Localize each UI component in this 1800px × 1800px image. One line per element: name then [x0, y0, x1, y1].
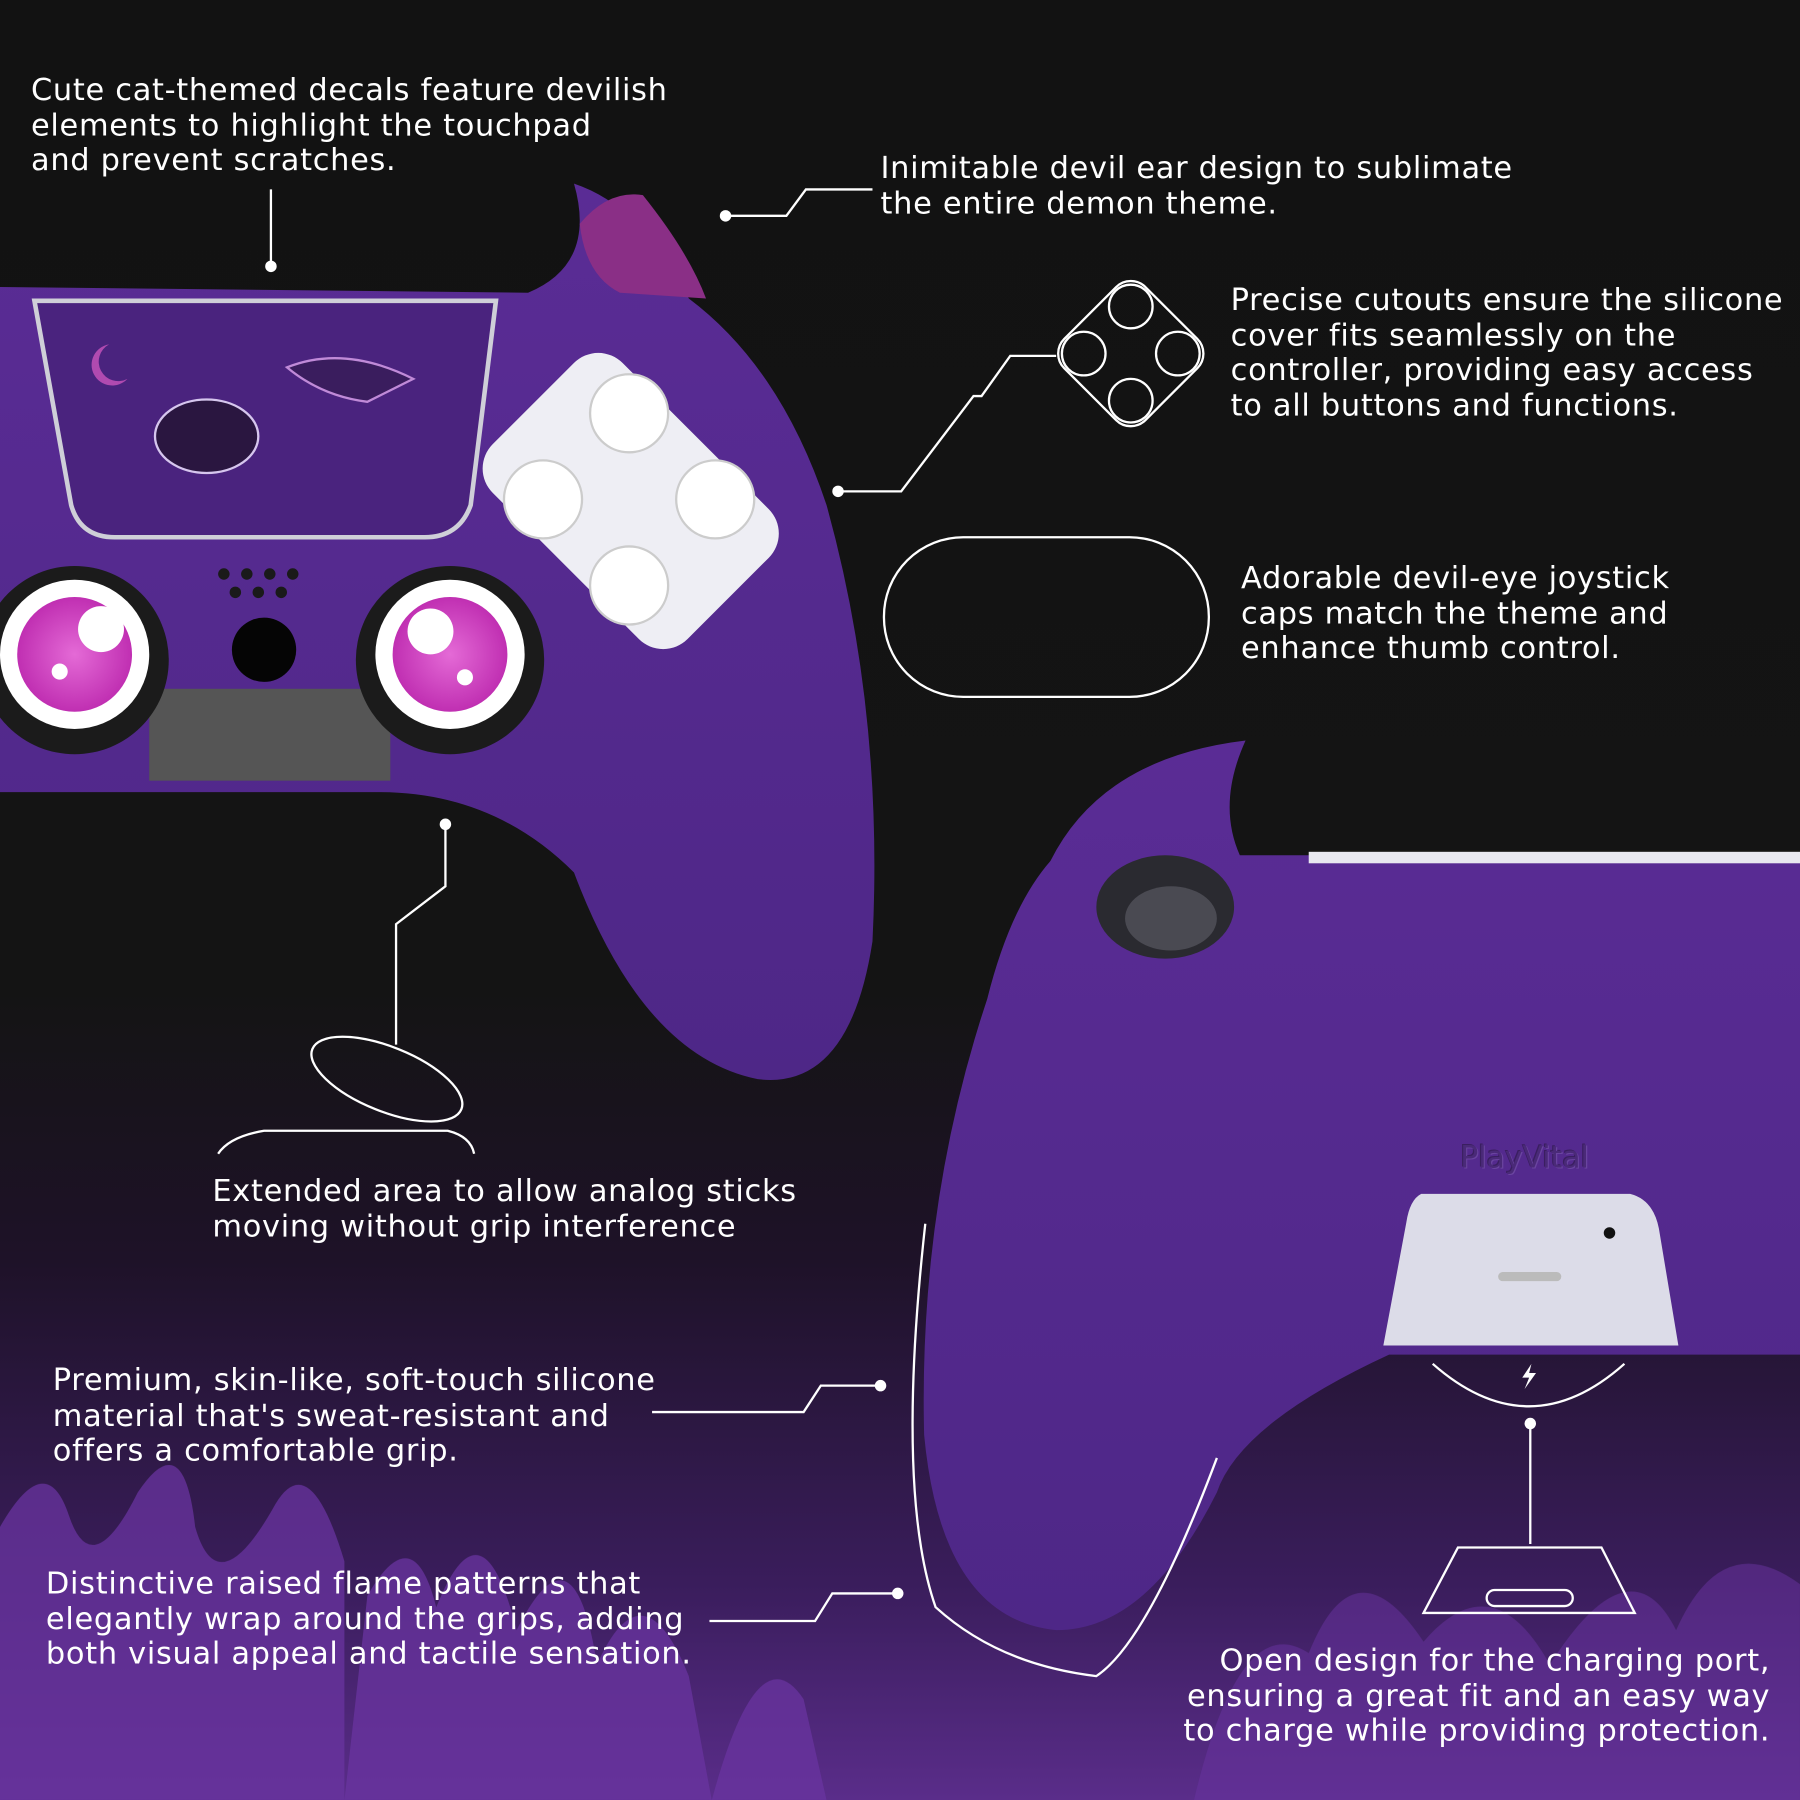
- callout-devil-ear: Inimitable devil ear design to sublimate…: [880, 150, 1513, 221]
- callout-flame-patterns: Distinctive raised flame patterns that e…: [45, 1565, 692, 1672]
- cross-button: [588, 545, 670, 626]
- callout-charging-port: Open design for the charging port, ensur…: [1183, 1642, 1771, 1749]
- back-controller: [923, 740, 1800, 1631]
- callout-joystick-caps: Adorable devil-eye joystick caps match t…: [1240, 560, 1670, 666]
- circle-button: [675, 459, 756, 540]
- callout-dots: [265, 210, 1537, 1600]
- lightning-icon: [1522, 1363, 1537, 1390]
- callout-cutouts: Precise cutouts ensure the silicone cove…: [1230, 282, 1784, 424]
- callout-analog-area: Extended area to allow analog sticks mov…: [212, 1173, 797, 1244]
- callout-silicone-material: Premium, skin-like, soft-touch silicone …: [52, 1362, 656, 1469]
- callout-lines: [217, 188, 1637, 1678]
- flame-background: [0, 1464, 1800, 1800]
- front-controller: [0, 183, 875, 1080]
- triangle-button: [588, 373, 670, 454]
- touchpad-decal: [31, 298, 499, 540]
- charging-port-opening: [1383, 1193, 1679, 1346]
- devil-ear: [579, 194, 707, 299]
- callout-touchpad-decal: Cute cat-themed decals feature devilish …: [30, 72, 668, 178]
- square-button: [502, 459, 584, 540]
- brand-logo: PlayVital: [1460, 1141, 1589, 1176]
